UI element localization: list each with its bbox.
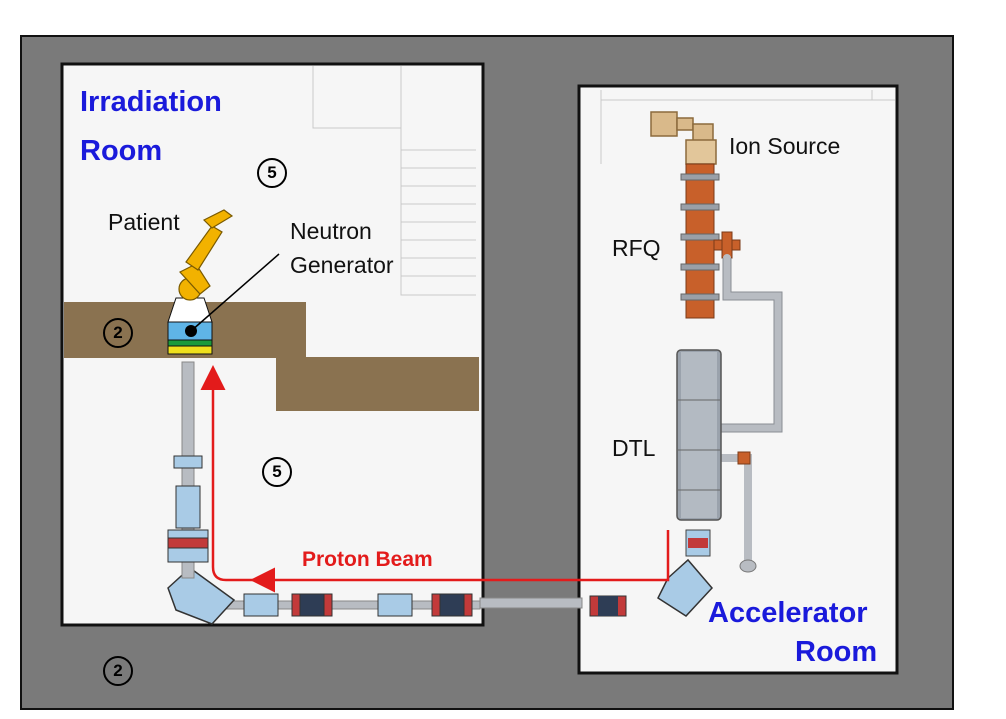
- ion-source-label: Ion Source: [729, 133, 841, 159]
- dtl-exit-quad-coil: [688, 538, 708, 548]
- ion-source: [650, 111, 717, 165]
- vertical-beamline-magnets: [167, 455, 209, 563]
- proton-beam-upward: [200, 365, 255, 582]
- inter-room-beam-pipe: [479, 597, 583, 609]
- dtl-label: DTL: [612, 435, 656, 461]
- dtl-coupler: [737, 451, 751, 465]
- accelerator-room-floor: [577, 84, 899, 675]
- zone-marker-outer: 2: [103, 656, 133, 686]
- irradiation-room-title-line2: Room: [80, 135, 163, 167]
- neutron-generator: [167, 297, 213, 355]
- stair-lines: [401, 149, 476, 277]
- rf-waveguide-edges: [716, 258, 783, 433]
- irradiation-room-background-lines: [312, 66, 476, 296]
- proton-beam-label: Proton Beam: [302, 548, 433, 571]
- patient-label: Patient: [108, 209, 180, 235]
- accelerator-bending-magnet: [657, 558, 714, 617]
- accelerator-room-background-lines: [600, 90, 895, 164]
- zone-marker-shield-wall: 2: [103, 318, 133, 348]
- waveguide-end: [739, 559, 757, 573]
- neutron-generator-label-line2: Generator: [290, 252, 394, 278]
- accelerator-room-title-line2: Room: [795, 636, 878, 668]
- zone-marker-irradiation-lower: 5: [262, 457, 292, 487]
- zone-marker-irradiation-upper: 5: [257, 158, 287, 188]
- neutron-generator-label-line1: Neutron: [290, 218, 372, 244]
- proton-beam-path: [250, 530, 670, 593]
- patient-figure: [178, 209, 234, 301]
- rfq-label: RFQ: [612, 235, 661, 261]
- rfq-flanges: [680, 173, 720, 301]
- neutron-generator-pointer: [190, 253, 280, 332]
- accelerator-room-title-line1: Accelerator: [708, 597, 868, 629]
- dtl: [676, 349, 722, 521]
- accelerator-quad-core: [598, 596, 618, 616]
- horizontal-beamline-magnets: [243, 593, 473, 617]
- irradiation-room-title-line1: Irradiation: [80, 86, 222, 118]
- rfq: [680, 163, 741, 319]
